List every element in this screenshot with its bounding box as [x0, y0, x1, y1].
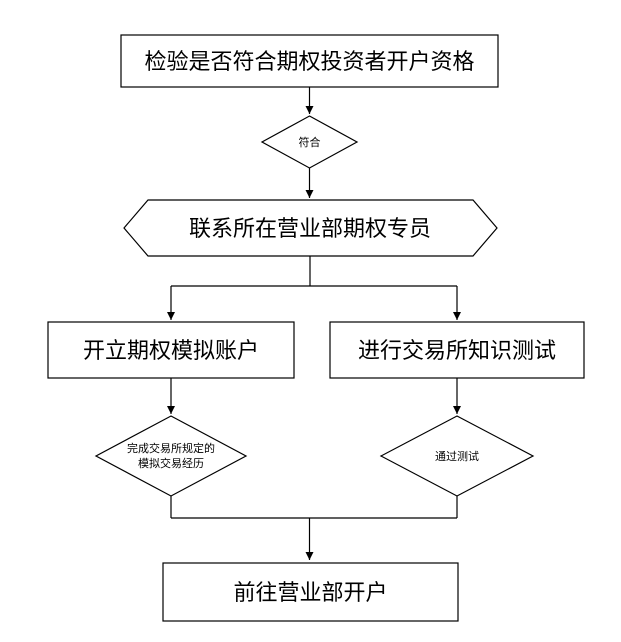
decision-simulation-complete-diamond — [94, 415, 248, 497]
step-contact-specialist-hexagon — [123, 199, 498, 257]
step-visit-branch-label: 前往营业部开户 — [233, 581, 387, 606]
step-check-eligibility-box — [120, 34, 499, 88]
step-visit-branch-box — [162, 562, 459, 622]
step-knowledge-test-box — [329, 321, 585, 379]
decision-qualified-label: 符合 — [299, 135, 321, 149]
step-knowledge-test-label: 进行交易所知识测试 — [358, 339, 556, 364]
step-check-eligibility-label: 检验是否符合期权投资者开户资格 — [144, 50, 474, 75]
decision-simulation-complete-line1: 完成交易所规定的 — [127, 441, 215, 455]
step-open-simulation-account-label: 开立期权模拟账户 — [83, 339, 259, 364]
decision-test-passed-label: 通过测试 — [435, 450, 479, 463]
decision-simulation-complete-line2: 模拟交易经历 — [138, 456, 204, 470]
step-open-simulation-account-box — [47, 321, 295, 379]
step-contact-specialist-label: 联系所在营业部期权专员 — [189, 217, 431, 242]
